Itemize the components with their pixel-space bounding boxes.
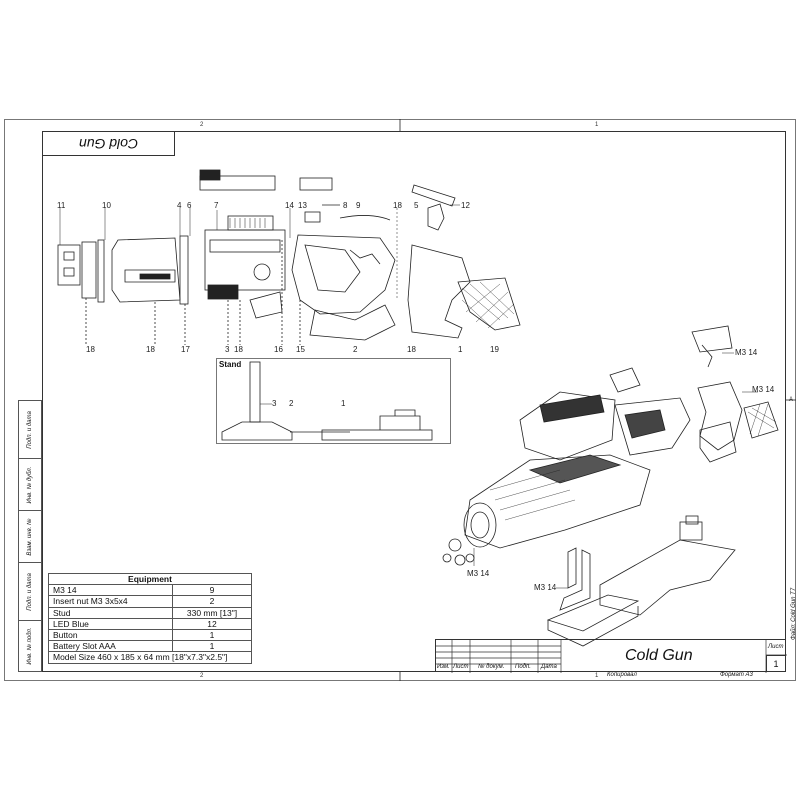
sidebar-cell-label: Инв. № подл. [27, 627, 33, 665]
equipment-name: Button [48, 628, 173, 642]
stand-label: Stand [219, 360, 242, 369]
iso-label-2: M3 14 [752, 385, 775, 394]
callout-5: 5 [414, 201, 419, 210]
left-stamp-column: Подп. и дата Инв. № дубл. Взам. инв. № П… [18, 400, 42, 672]
callout-18-b: 18 [146, 345, 155, 354]
equipment-qty: 12 [172, 617, 252, 630]
callout-17: 17 [181, 345, 190, 354]
equipment-name: M3 14 [48, 584, 173, 597]
sidebar-cell: Подп. и дата [19, 401, 41, 459]
callout-8: 8 [343, 201, 348, 210]
tb-file-label: Файл: Cold Gun T7 [791, 587, 797, 640]
sidebar-cell: Инв. № подл. [19, 621, 41, 671]
tb-col-sign: Подп. [515, 664, 531, 670]
callout-18-upper: 18 [393, 201, 402, 210]
tb-col-izm: Изм. [437, 664, 450, 670]
callout-19: 19 [490, 345, 499, 354]
tb-sheet-number: 1 [766, 655, 786, 672]
sidebar-cell-label: Инв. № дубл. [27, 466, 33, 503]
tb-format: Формат А3 [720, 672, 753, 678]
drawing-frame [42, 131, 786, 672]
equipment-qty: 9 [172, 584, 252, 597]
equipment-qty: 1 [172, 640, 252, 653]
sidebar-cell: Подп. и дата [19, 563, 41, 621]
equipment-qty: 1 [172, 628, 252, 642]
equipment-name: Insert nut M3 3x5x4 [48, 595, 173, 608]
stand-section [216, 358, 451, 444]
tb-col-date: Дата [541, 664, 557, 670]
equipment-name: Stud [48, 606, 173, 619]
equipment-header: Equipment [48, 572, 252, 586]
callout-9: 9 [356, 201, 361, 210]
callout-16: 16 [274, 345, 283, 354]
callout-18-a: 18 [86, 345, 95, 354]
equipment-qty: 330 mm [13"] [172, 606, 252, 619]
sidebar-cell: Взам. инв. № [19, 511, 41, 563]
sidebar-cell-label: Подп. и дата [27, 572, 33, 611]
zone-top-left: 2 [200, 122, 204, 128]
callout-18-c: 18 [234, 345, 243, 354]
callout-3: 3 [225, 345, 230, 354]
tb-sheet-label: Лист [768, 644, 784, 650]
title-stamp: Cold Gun [42, 131, 175, 156]
tb-col-doc: № докум. [478, 664, 505, 670]
callout-13: 13 [298, 201, 307, 210]
iso-label-1: M3 14 [735, 348, 758, 357]
zone-top-right: 1 [595, 122, 599, 128]
sidebar-cell-label: Взам. инв. № [27, 517, 33, 556]
stand-callout-2: 2 [289, 399, 294, 408]
equipment-qty: 2 [172, 595, 252, 608]
zone-bottom-left: 2 [200, 673, 204, 679]
callout-4: 4 [177, 201, 182, 210]
callout-7: 7 [214, 201, 219, 210]
callout-18-d: 18 [407, 345, 416, 354]
title-block-title: Cold Gun [625, 647, 693, 664]
callout-11: 11 [57, 201, 66, 210]
callout-14: 14 [285, 201, 294, 210]
tb-col-list: Лист [453, 664, 469, 670]
equipment-name: LED Blue [48, 617, 173, 630]
callout-1: 1 [458, 345, 463, 354]
stand-callout-3: 3 [272, 399, 277, 408]
callout-2: 2 [353, 345, 358, 354]
equipment-footer: Model Size 460 x 185 x 64 mm [18"x7.3"x2… [48, 651, 252, 664]
callout-6: 6 [187, 201, 192, 210]
stand-callout-1: 1 [341, 399, 346, 408]
callout-10: 10 [102, 201, 111, 210]
sidebar-cell: Инв. № дубл. [19, 459, 41, 511]
sidebar-cell-label: Подп. и дата [27, 410, 33, 449]
tb-copied: Копировал [607, 672, 637, 678]
zone-bottom-right: 1 [595, 673, 599, 679]
table-row: Model Size 460 x 185 x 64 mm [18"x7.3"x2… [48, 651, 252, 664]
equipment-name: Battery Slot AAA [48, 640, 173, 653]
callout-12: 12 [461, 201, 470, 210]
iso-label-3: M3 14 [467, 569, 490, 578]
iso-label-4: M3 14 [534, 583, 557, 592]
callout-15: 15 [296, 345, 305, 354]
